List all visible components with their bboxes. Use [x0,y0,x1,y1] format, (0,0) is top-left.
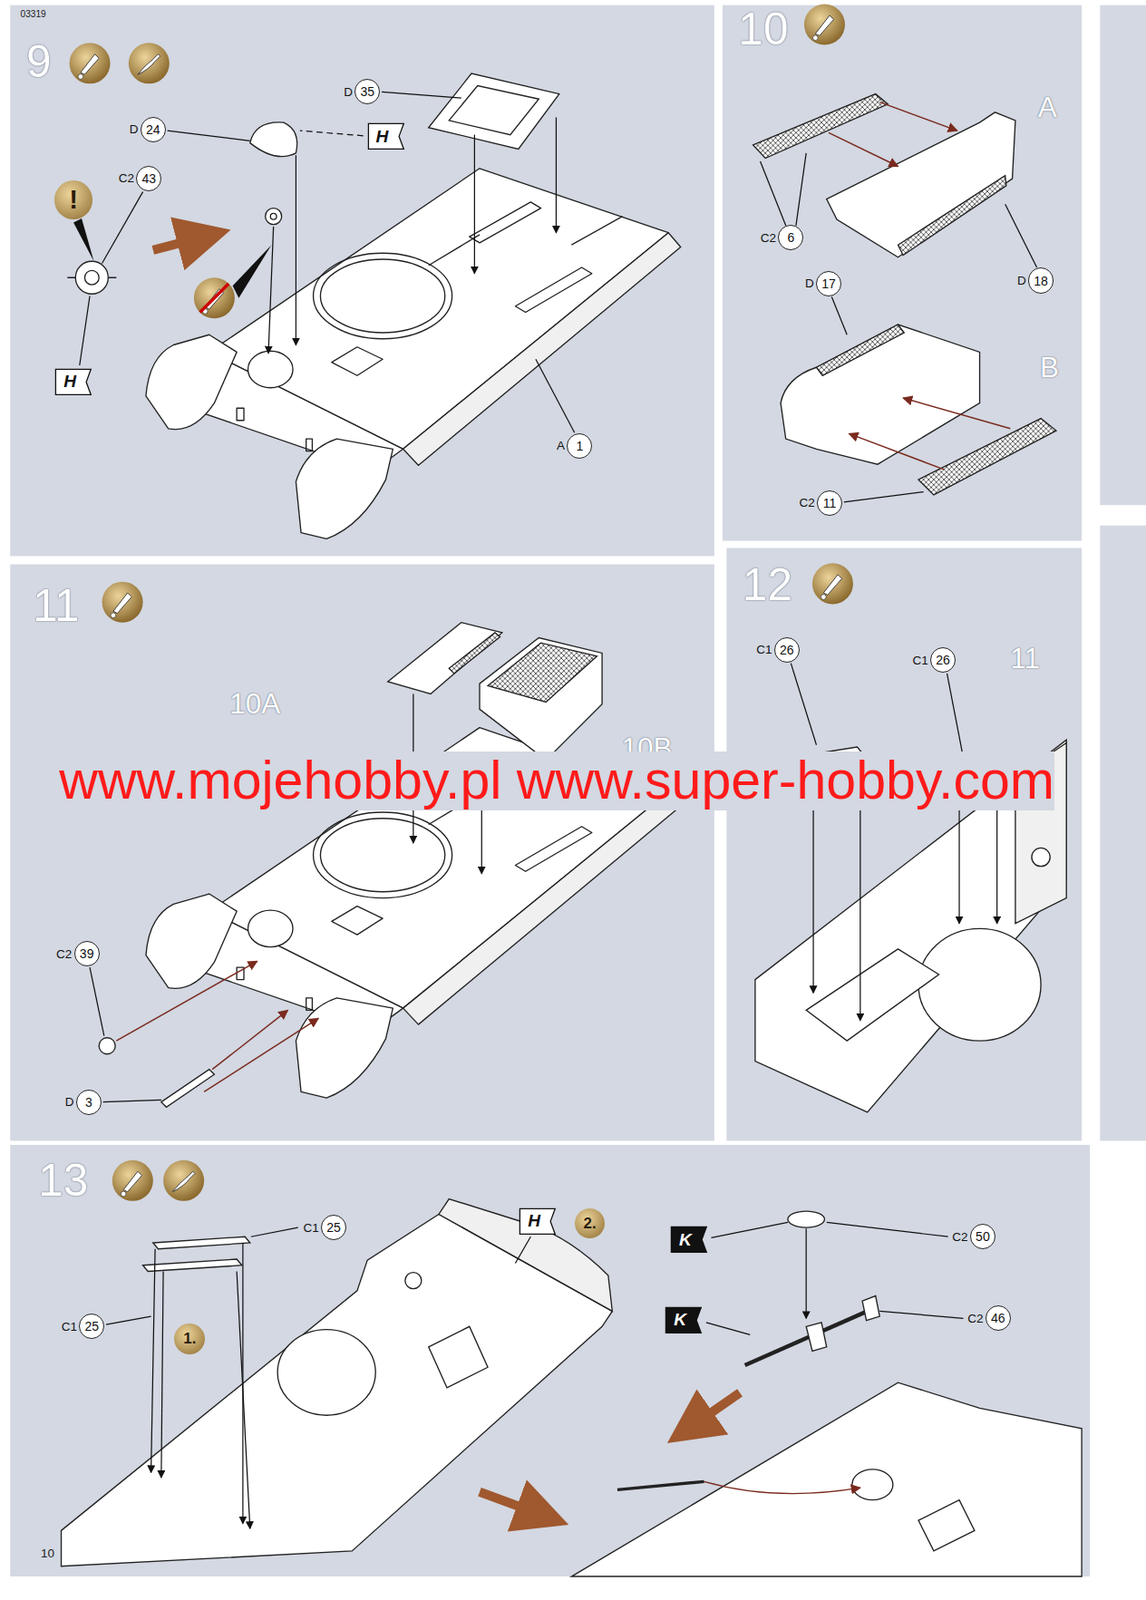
callout: C2 43 [118,165,163,192]
part-number: 3 [85,1095,93,1110]
part-number-circle: 25 [320,1214,347,1241]
callout: C1 25 [302,1214,347,1241]
sprue-letter: C2 [760,231,777,245]
watermark: www.mojehobby.pl www.super-hobby.com [58,751,1055,811]
part-number-circle: 39 [74,941,100,967]
step-panel: 9D35D24HC243!HA1 [9,5,715,557]
part-number: 26 [935,652,951,668]
part-number-circle: 18 [1028,267,1054,293]
part-number-circle: 17 [815,271,842,297]
step-number: 9 [26,38,52,85]
part-number-circle: 11 [816,490,843,516]
step-panel: 11C2 39D3 [9,563,715,1141]
callout: C2 39 [56,941,100,967]
decal-flag: H [55,369,92,396]
sprue-letter: C1 [61,1320,78,1334]
part-number: 46 [990,1311,1006,1326]
callout: C1 25 [61,1313,106,1340]
part-number: 11 [823,495,837,511]
sub-assembly-label: 11 [1010,642,1040,675]
part-number: 25 [84,1319,99,1334]
part-number: 24 [145,122,161,137]
decal-flag: H [519,1208,556,1235]
part-number-circle: 3 [76,1089,102,1116]
page-label: 03319 [20,9,47,20]
sprue-letter: C1 [912,653,928,668]
part-number: 26 [779,642,795,658]
decal-letter: H [63,371,77,391]
sprue-letter: D [805,276,815,291]
sprue-letter: A [556,438,565,453]
callout: C2 46 [967,1305,1011,1331]
sprue-letter: D [343,85,353,99]
note-marker: 1. [174,1323,205,1355]
part-number: 6 [786,230,795,245]
sprue-letter: C1 [756,642,772,657]
decal-flag: K [670,1226,708,1253]
marker-text: 2. [583,1214,597,1234]
step-number: 11 [32,582,79,629]
sprue-letter: D [65,1095,75,1109]
callout: C2 6 [760,224,805,251]
decal-letter: K [679,1230,692,1250]
callout: C1 26 [912,647,956,673]
part-number-circle: 6 [777,224,804,251]
part-number-circle: 26 [774,637,800,663]
callout: D3 [65,1089,102,1116]
decal-flag: H [368,123,405,150]
part-number-circle: 25 [78,1313,105,1340]
part-number-circle: 35 [354,78,380,105]
decal-letter: H [376,126,389,146]
callout: C2 11 [798,490,843,516]
decal-letter: H [527,1211,541,1231]
note-marker: 2. [574,1208,606,1240]
callout: C2 50 [951,1223,996,1250]
step-panel: 13C125C125H2.1.KC250KC246 [9,1145,1090,1577]
step-number: 12 [742,562,793,608]
sprue-letter: C2 [798,495,815,510]
callout: D 35 [343,78,380,105]
page-label: 10 [40,1547,55,1562]
marker-text: 1. [183,1330,196,1349]
sprue-letter: D [129,122,139,136]
part-number: 18 [1033,273,1049,289]
sub-assembly-label: A [1038,91,1058,124]
part-number-circle: 1 [566,433,593,459]
step-number: 10 [738,6,788,52]
part-number-circle: 50 [970,1223,996,1250]
step-panel: 10C26D18D17C211 [722,5,1082,542]
part-number-circle: 26 [930,647,956,673]
step-number: 13 [38,1157,88,1204]
sprue-letter: C1 [302,1221,319,1235]
callout: D 17 [805,271,842,297]
part-number: 39 [79,946,95,962]
callout: D 18 [1017,267,1054,293]
callout: C1 26 [756,637,800,663]
decal-flag: K [665,1307,702,1334]
marker-text: ! [68,184,78,215]
step-panel: 12C126C126 [726,547,1082,1141]
note-marker: ! [54,180,94,220]
part-number: 1 [575,438,583,454]
callout: D 24 [129,116,166,143]
part-number: 35 [359,84,375,99]
part-number-circle: 24 [140,116,166,143]
sprue-letter: C2 [56,947,72,962]
decal-letter: K [673,1310,687,1330]
sprue-letter: C2 [951,1230,968,1244]
sprue-letter: C2 [118,171,135,185]
part-number: 50 [975,1229,991,1244]
part-number: 43 [142,171,157,186]
sprue-letter: D [1017,273,1027,288]
sub-assembly-label: B [1039,351,1059,384]
part-number-circle: 43 [135,165,162,192]
sub-assembly-label: 10A [229,688,281,720]
part-number-circle: 46 [985,1305,1011,1331]
part-number: 25 [326,1220,341,1235]
sprue-letter: C2 [967,1311,983,1326]
callout: A1 [556,433,593,459]
part-number: 17 [821,276,836,292]
